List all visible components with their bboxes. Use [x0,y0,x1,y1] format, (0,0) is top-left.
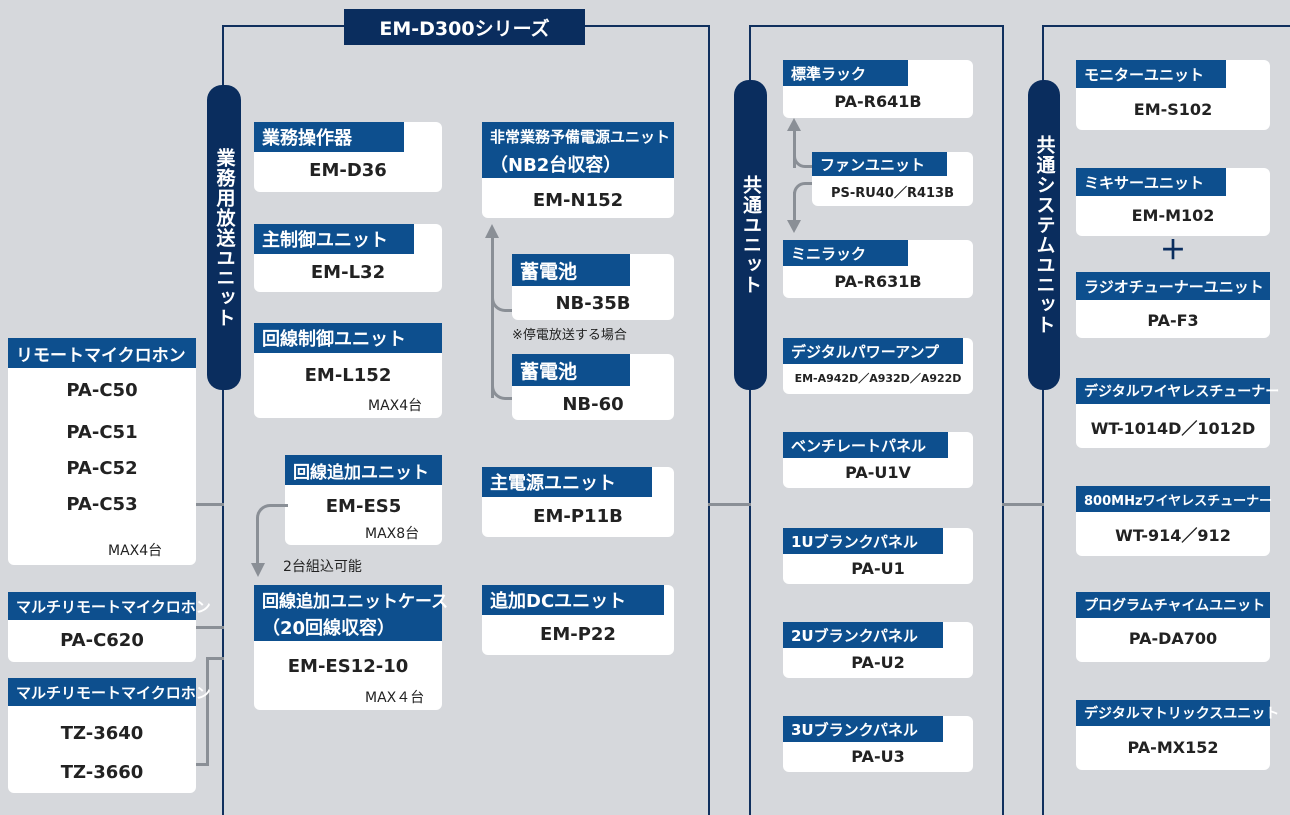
monitor-label: モニターユニット [1076,60,1226,88]
std-rack-model: PA-R641B [834,92,922,111]
mini-rack-label: ミニラック [783,240,908,266]
multi-mic1-label: マルチリモートマイクロホン [8,592,211,620]
vent-label: ベンチレートパネル [783,432,948,458]
connector-main-common [708,503,751,506]
main-power-label: 主電源ユニット [482,467,652,497]
remote-mic-max: MAX4台 [108,543,163,559]
radio-label: ラジオチューナーユニット [1076,272,1270,300]
line-case-max: MAX４台 [365,690,425,706]
remote-mic-card [8,338,196,565]
std-rack-label: 標準ラック [783,60,908,86]
battery-arrow-curve1 [491,290,513,312]
amp-model: EM-A942D／A932D／A922D [794,372,962,385]
chime-model: PA-DA700 [1128,629,1218,648]
common-system-frame [1042,25,1290,815]
line-case-label-1: 回線追加ユニットケース [254,585,448,613]
battery1-label: 蓄電池 [512,254,630,286]
operator-model: EM-D36 [309,160,387,181]
mixer-label: ミキサーユニット [1076,168,1226,196]
matrix-model: PA-MX152 [1127,738,1219,757]
fan-model: PS-RU40／R413B [831,186,954,201]
wireless2-model: WT-914／912 [1115,526,1231,545]
common-unit-frame [749,25,1004,815]
vent-model: PA-U1V [845,463,911,482]
battery-arrow-head [485,224,499,238]
blank3-label: 3Uブランクパネル [783,716,943,742]
common-unit-pill: 共通ユニット [734,80,767,390]
line-add-max: MAX8台 [365,526,420,542]
matrix-label: デジタルマトリックスユニット [1076,700,1279,726]
connector-multi-mic1 [196,626,224,629]
main-power-model: EM-P11B [533,506,623,527]
remote-mic-model-3: PA-C52 [66,458,138,479]
combine-arrow [256,504,288,564]
fan-arrow-down-v [793,192,796,222]
line-case-model: EM-ES12-10 [287,656,409,677]
connector-multi-mic2-h1 [196,763,209,766]
connector-multi-mic2-v [206,657,209,766]
multi-mic2-model-2: TZ-3660 [60,762,144,783]
fan-arrow-up-v [793,128,796,168]
add-dc-model: EM-P22 [540,624,616,645]
chime-label: プログラムチャイムユニット [1076,592,1270,618]
battery-arrow-curve2 [491,378,513,400]
gyomu-unit-pill: 業務用放送ユニット [207,85,241,390]
radio-model: PA-F3 [1147,311,1199,330]
line-add-model: EM-ES5 [325,496,402,517]
battery2-model: NB-60 [562,394,624,415]
amp-label: デジタルパワーアンプ [783,338,963,364]
multi-mic2-model-1: TZ-3640 [60,723,144,744]
blank2-label: 2Uブランクパネル [783,622,943,648]
fan-arrow-up-head [787,118,801,131]
battery2-label: 蓄電池 [512,354,630,386]
remote-mic-model-2: PA-C51 [66,422,138,443]
multi-mic1-model: PA-C620 [60,630,144,651]
remote-mic-model-4: PA-C53 [66,494,138,515]
outage-note: ※停電放送する場合 [512,328,627,343]
main-control-model: EM-L32 [310,262,386,283]
battery-arrow-v [491,238,494,398]
combine-note: 2台組込可能 [283,559,362,575]
connector-multi-mic2-h2 [206,657,224,660]
remote-mic-model-1: PA-C50 [66,380,138,401]
series-title: EM-D300シリーズ [344,9,585,45]
fan-label: ファンユニット [812,152,947,176]
battery1-model: NB-35B [555,293,631,314]
line-control-label: 回線制御ユニット [254,323,442,353]
blank3-model: PA-U3 [851,747,905,766]
mixer-model: EM-M102 [1131,206,1215,225]
connector-remote-mic [196,503,224,506]
multi-mic2-label: マルチリモートマイクロホン [8,678,211,706]
fan-arrow-up-curve [793,150,815,168]
common-system-pill: 共通システムユニット [1028,80,1060,390]
blank1-label: 1Uブランクパネル [783,528,943,554]
operator-label: 業務操作器 [254,122,404,152]
remote-mic-label: リモートマイクロホン [8,338,196,368]
mini-rack-model: PA-R631B [834,272,922,291]
wireless1-label: デジタルワイヤレスチューナー [1076,378,1279,404]
wireless2-label: 800MHzワイヤレスチューナー [1076,486,1272,512]
combine-arrow-head [251,563,265,577]
add-dc-label: 追加DCユニット [482,585,664,615]
emergency-power-label-2: （NB2台収容） [482,150,674,178]
blank1-model: PA-U1 [851,559,905,578]
line-case-label-2: （20回線収容） [254,613,442,641]
emergency-power-model: EM-N152 [532,190,624,211]
blank2-model: PA-U2 [851,653,905,672]
plus-sign: ＋ [1159,236,1186,266]
emergency-power-label-1: 非常業務予備電源ユニット [482,122,674,150]
fan-arrow-down-head [787,220,801,233]
connector-common-system [1002,503,1044,506]
wireless1-model: WT-1014D／1012D [1090,419,1256,438]
line-add-label: 回線追加ユニット [285,455,442,485]
line-control-model: EM-L152 [304,365,392,386]
line-control-max: MAX4台 [368,398,423,414]
main-control-label: 主制御ユニット [254,224,414,254]
monitor-model: EM-S102 [1133,100,1213,119]
